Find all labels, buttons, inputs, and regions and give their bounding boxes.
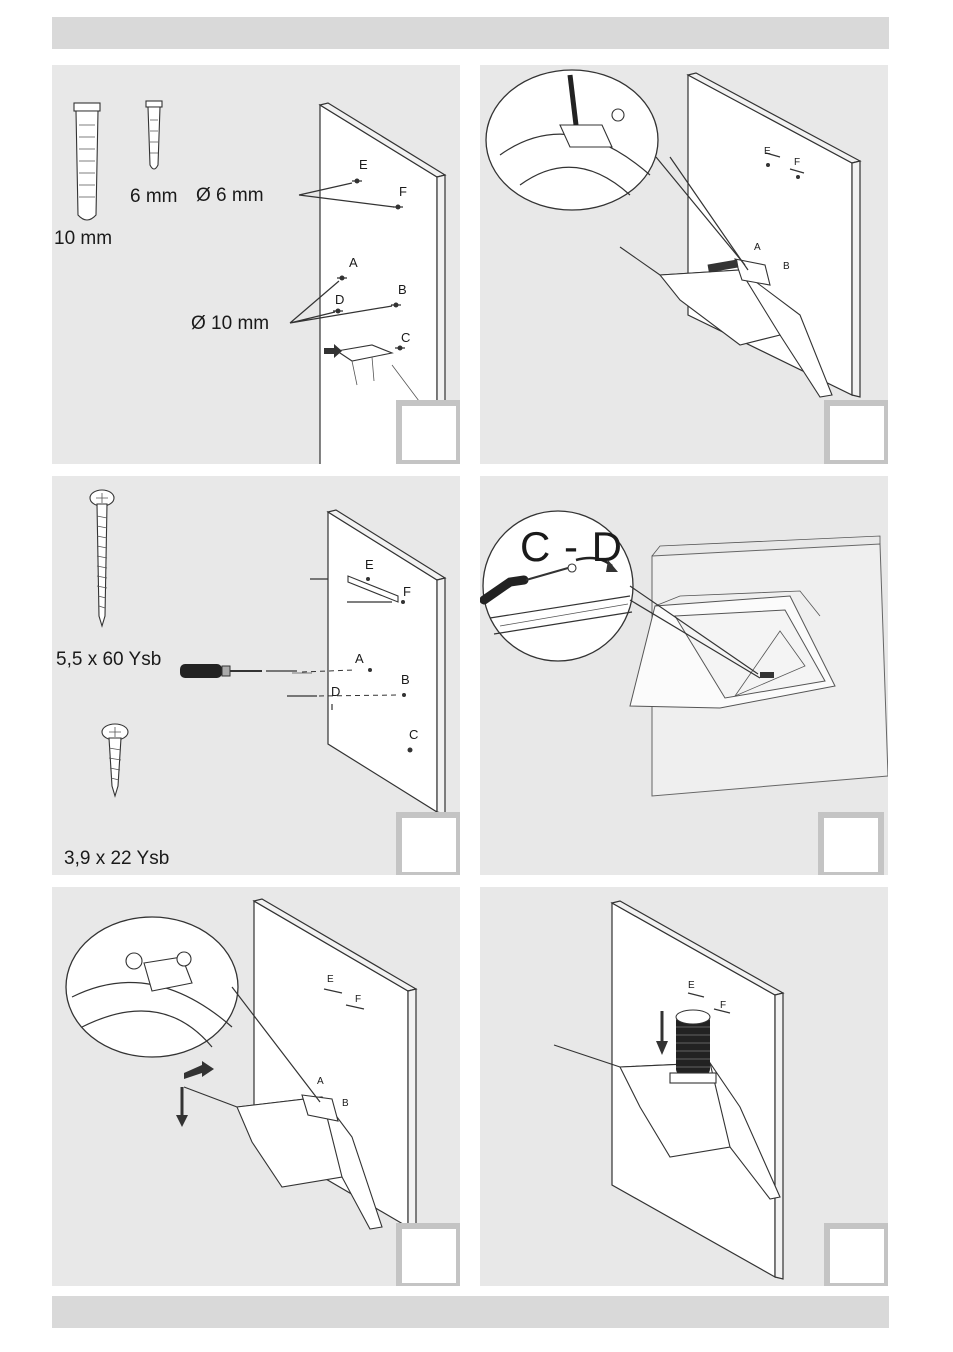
point-label-e: E <box>688 981 695 991</box>
point-label-a: A <box>349 256 358 269</box>
point-label-b: B <box>401 673 410 686</box>
header-bar <box>52 17 889 49</box>
step-number-box <box>396 1223 460 1286</box>
screw-5-5x60-icon <box>90 490 114 626</box>
plug-small-size-label: 6 mm <box>130 187 178 206</box>
wall-plug-6mm-icon <box>146 101 162 169</box>
point-label-c: C <box>409 728 418 741</box>
duct-icon <box>670 1010 716 1083</box>
point-label-a: A <box>317 1077 324 1087</box>
screw-long-label: 5,5 x 60 Ysb <box>56 650 161 669</box>
step-panel-3: 5,5 x 60 Ysb 3,9 x 22 Ysb E F A B D C <box>52 476 460 875</box>
point-label-d: D <box>335 293 344 306</box>
point-label-e: E <box>365 558 374 571</box>
point-label-d: D <box>331 685 340 698</box>
footer-bar <box>52 1296 889 1328</box>
point-label-f: F <box>720 1001 726 1011</box>
point-label-b: B <box>342 1099 349 1109</box>
step-panel-5: E F A B <box>52 887 460 1286</box>
point-label-c: C <box>401 331 410 344</box>
wall-plug-10mm-icon <box>74 103 100 220</box>
point-label-f: F <box>355 995 361 1005</box>
step-number-box <box>818 812 884 875</box>
point-label-b: B <box>398 283 407 296</box>
point-label-b: B <box>783 262 790 272</box>
point-label-f: F <box>794 158 800 168</box>
point-label-a: A <box>754 243 761 253</box>
point-label-f: F <box>399 185 407 198</box>
point-label-a: A <box>355 652 364 665</box>
drill-10mm-label: Ø 10 mm <box>191 314 269 333</box>
screw-3-9x22-icon <box>102 724 128 796</box>
point-label-e: E <box>327 975 334 985</box>
step-panel-2: E F A B <box>480 65 888 464</box>
plug-large-size-label: 10 mm <box>54 229 112 248</box>
point-label-f: F <box>403 585 411 598</box>
step-panel-4: C - D <box>480 476 888 875</box>
step-number-box <box>824 1223 888 1286</box>
step-panel-6: E F <box>480 887 888 1286</box>
drill-6mm-label: Ø 6 mm <box>196 186 264 205</box>
point-label-e: E <box>764 147 771 157</box>
screw-short-label: 3,9 x 22 Ysb <box>64 849 169 868</box>
step-panel-1: 10 mm 6 mm Ø 6 mm Ø 10 mm E F A B D C <box>52 65 460 464</box>
c-d-callout-label: C - D <box>520 526 623 568</box>
step-number-box <box>396 812 460 875</box>
step-number-box <box>396 400 460 464</box>
point-label-e: E <box>359 158 368 171</box>
step-number-box <box>824 400 888 464</box>
